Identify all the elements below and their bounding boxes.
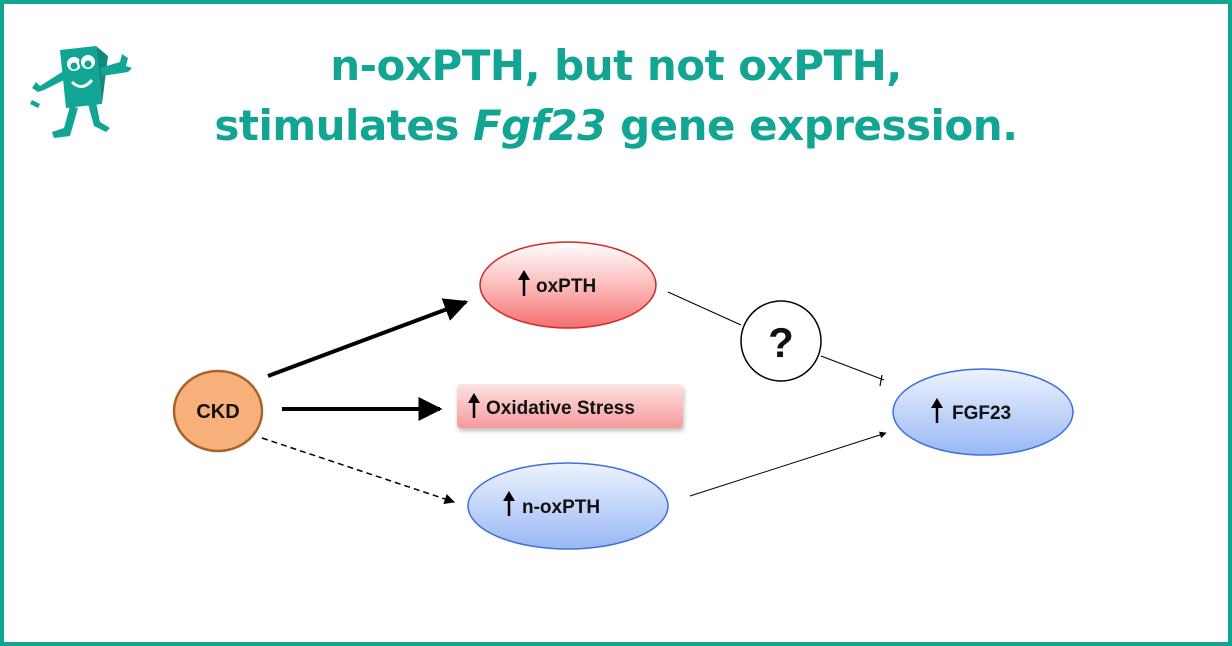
title-line-1: n-oxPTH, but not oxPTH,: [330, 41, 902, 90]
title-line-2-pre: stimulates: [214, 101, 473, 150]
title-gene-name: Fgf23: [472, 101, 606, 150]
node-unknown-mechanism: ?: [740, 300, 822, 382]
up-arrow-icon: [503, 491, 515, 516]
node-oxidative-stress: Oxidative Stress: [457, 384, 683, 428]
node-ckd-label: CKD: [196, 401, 239, 423]
edge-n-oxpth-to-fgf23: [689, 431, 887, 497]
node-n-oxpth: n-oxPTH: [467, 462, 669, 550]
node-oxpth: oxPTH: [479, 241, 657, 329]
node-ckd: CKD: [172, 369, 264, 453]
node-oxpth-label: oxPTH: [536, 276, 596, 297]
node-fgf23: FGF23: [892, 368, 1074, 456]
title-line-2: stimulates Fgf23 gene expression.: [0, 96, 1232, 156]
edge-ckd-to-oxpth: [267, 298, 469, 378]
edge-question-to-fgf23-inhibition: [820, 355, 885, 381]
slide-title: n-oxPTH, but not oxPTH, stimulates Fgf23…: [0, 36, 1232, 156]
up-arrow-icon: [518, 270, 530, 296]
edge-ckd-to-n-oxpth: [261, 437, 455, 504]
inhibition-bar: [879, 374, 883, 387]
node-n-oxpth-label: n-oxPTH: [522, 497, 600, 518]
node-oxidative-stress-label: Oxidative Stress: [486, 398, 635, 419]
edge-oxpth-to-question: [667, 291, 742, 326]
cartoon-mascot-icon: [30, 46, 132, 138]
title-line-2-post: gene expression.: [605, 101, 1018, 150]
question-mark-label: ?: [768, 319, 794, 366]
node-fgf23-label: FGF23: [952, 403, 1011, 424]
up-arrow-icon: [931, 398, 943, 423]
up-arrow-icon: [468, 393, 480, 418]
